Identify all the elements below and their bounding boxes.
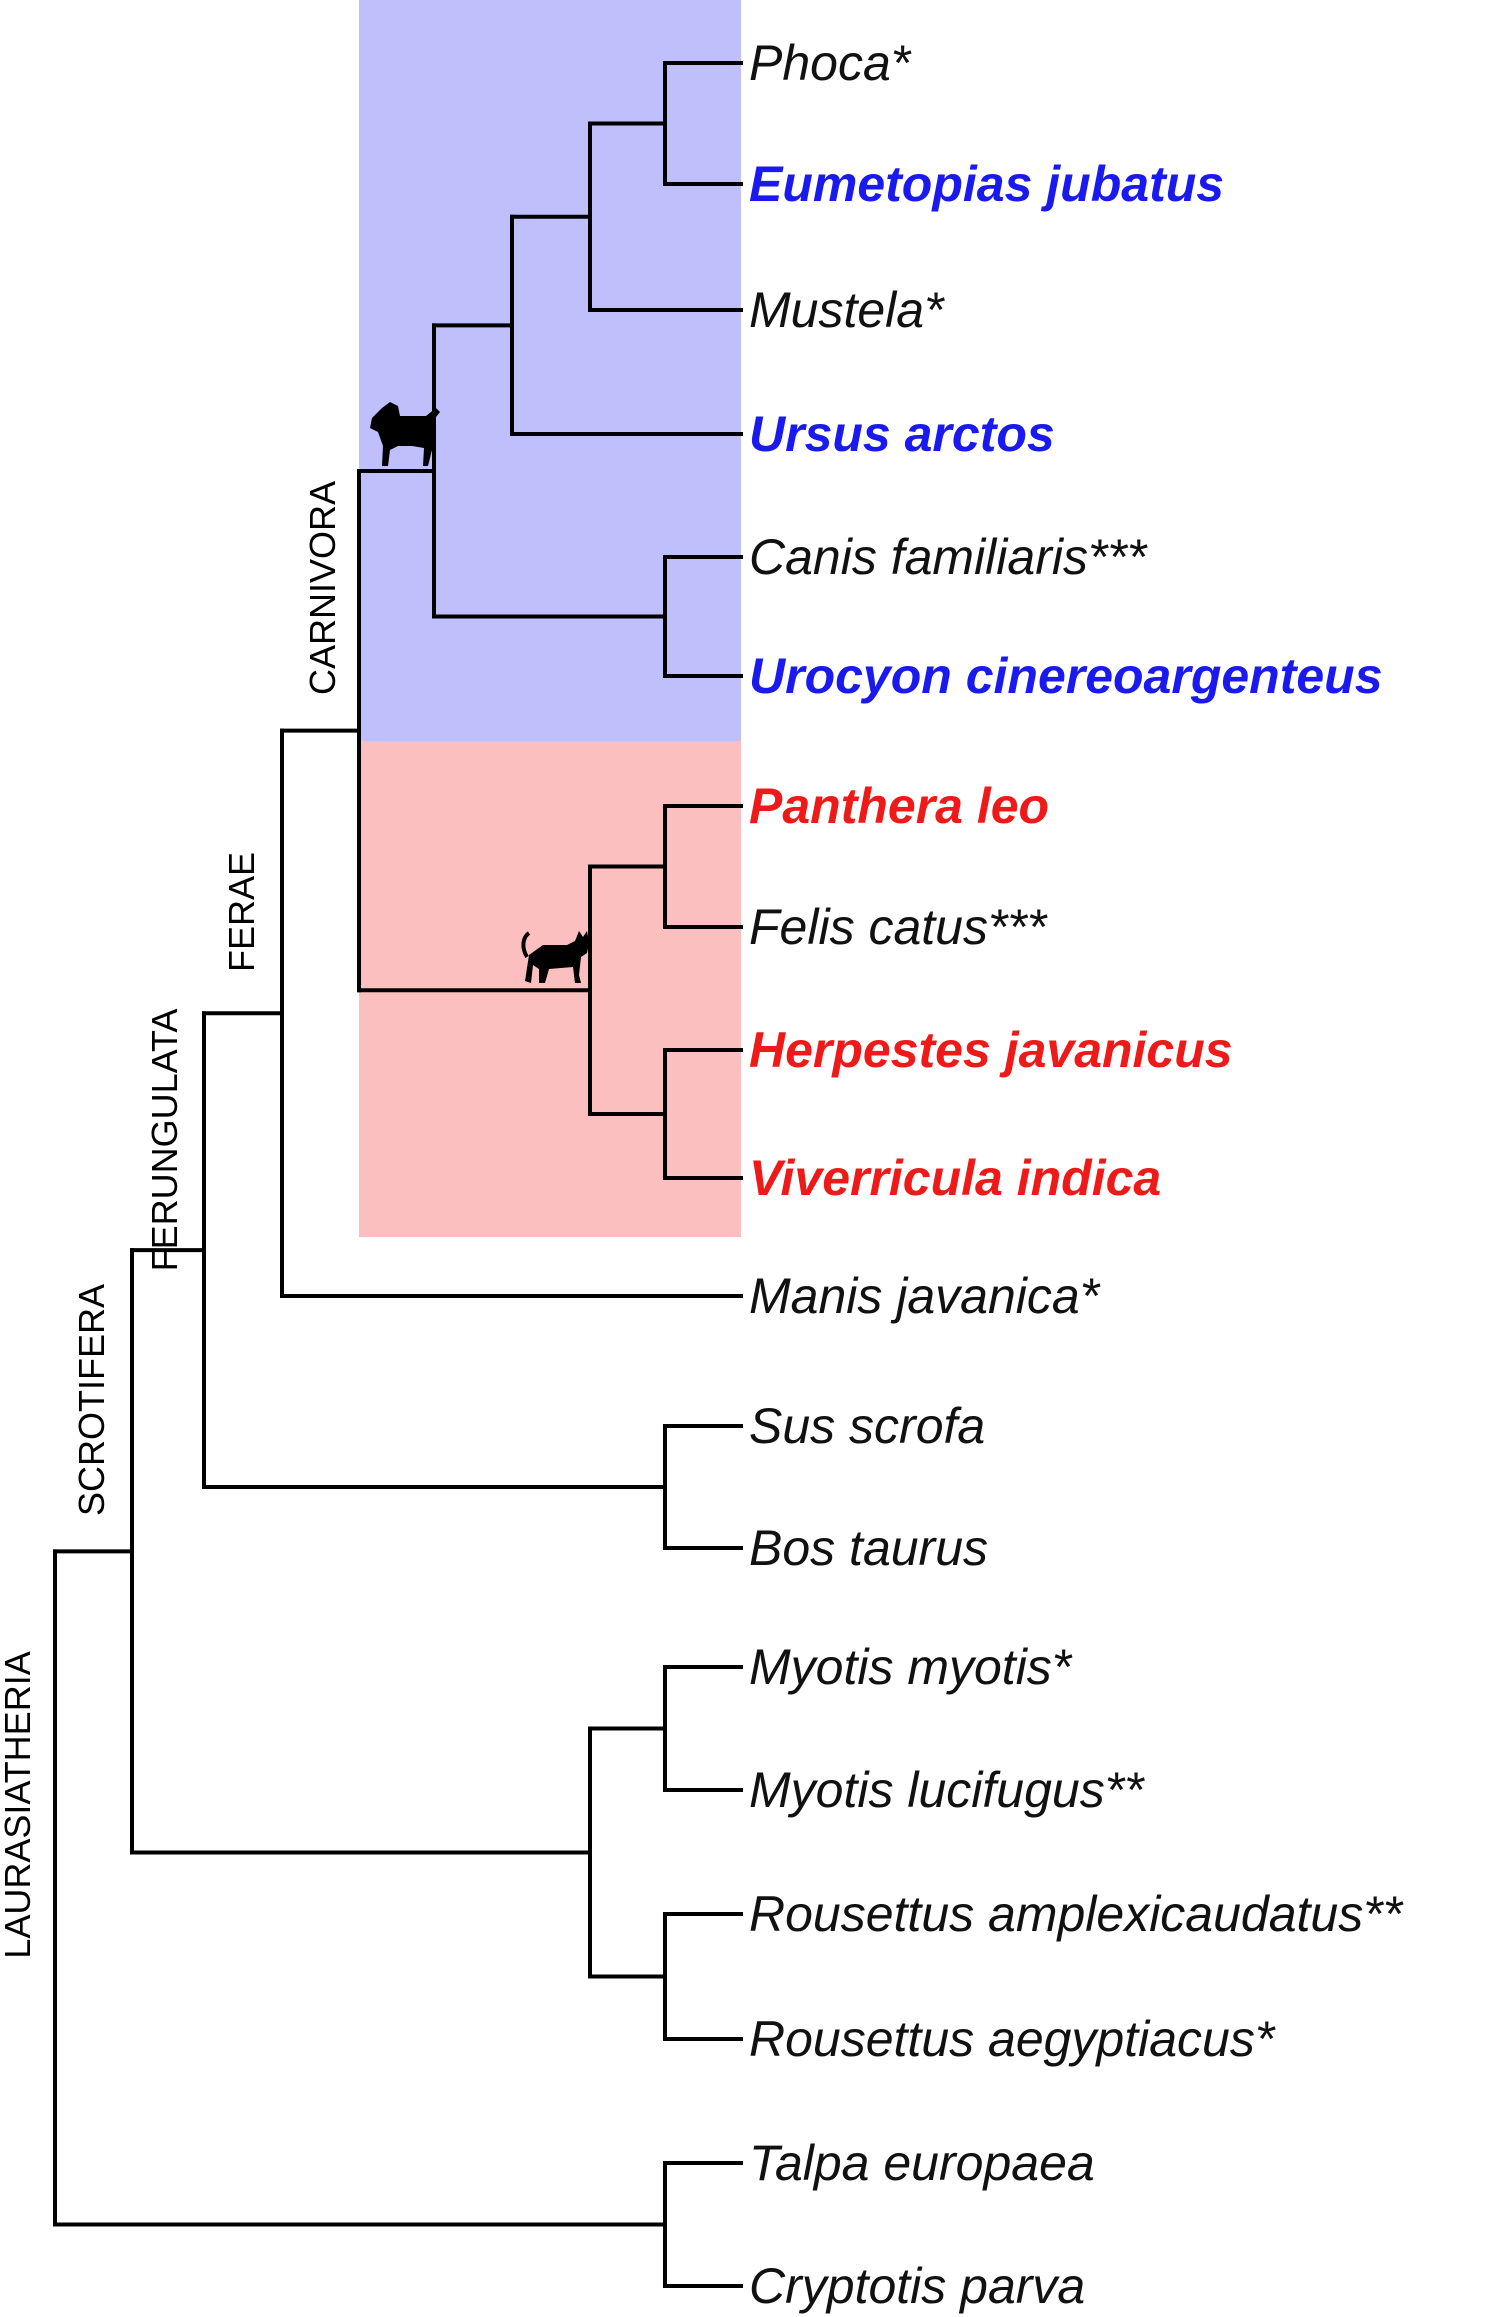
cat-silhouette-icon [521, 931, 589, 983]
taxon-label: Herpestes javanicus [749, 1022, 1233, 1078]
taxon-label: Bos taurus [749, 1520, 988, 1576]
taxon-label: Panthera leo [749, 778, 1049, 834]
clade-label-scrotifera: SCROTIFERA [71, 1284, 112, 1516]
taxon-label: Myotis myotis* [749, 1639, 1073, 1695]
clade-label-laurasiatheria: LAURASIATHERIA [0, 1651, 38, 1958]
clade-label-ferae: FERAE [221, 852, 262, 972]
taxon-label: Cryptotis parva [749, 2258, 1085, 2314]
taxon-label: Rousettus aegyptiacus* [749, 2011, 1276, 2067]
taxon-label: Urocyon cinereoargenteus [749, 648, 1383, 704]
taxon-label: Mustela* [749, 282, 945, 338]
taxon-label: Viverricula indica [749, 1150, 1161, 1206]
dog-silhouette-icon [370, 402, 440, 466]
clade-label-carnivora: CARNIVORA [302, 481, 343, 695]
caniformia-highlight-box [359, 0, 741, 741]
taxon-label: Canis familiaris*** [749, 529, 1148, 585]
taxon-label: Talpa europaea [749, 2135, 1095, 2191]
taxon-label: Phoca* [749, 35, 912, 91]
taxon-label: Manis javanica* [749, 1268, 1101, 1324]
taxon-label: Eumetopias jubatus [749, 156, 1224, 212]
clade-label-ferungulata: FERUNGULATA [144, 1009, 185, 1272]
taxon-label: Sus scrofa [749, 1398, 985, 1454]
taxon-label: Felis catus*** [749, 899, 1048, 955]
tree-branches [53, 61, 743, 2288]
taxon-label: Rousettus amplexicaudatus** [749, 1886, 1404, 1942]
taxon-label: Myotis lucifugus** [749, 1762, 1145, 1818]
taxon-label: Ursus arctos [749, 406, 1055, 462]
